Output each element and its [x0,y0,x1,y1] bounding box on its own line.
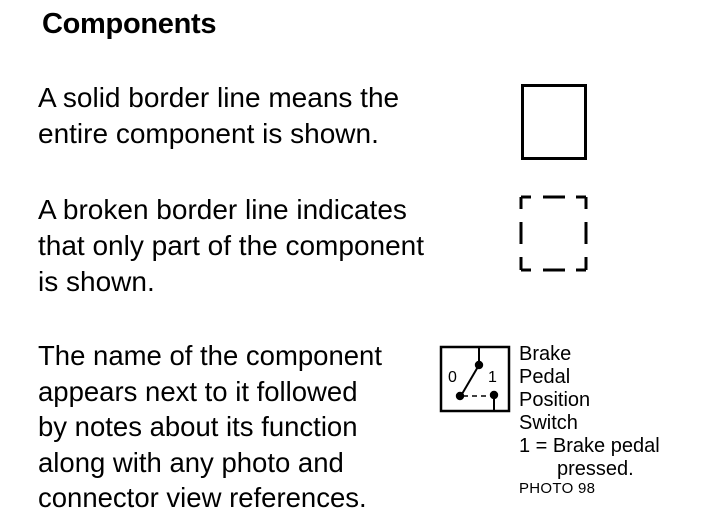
solid-border-example [521,84,587,160]
component-label: Brake Pedal Position Switch 1 = Brake pe… [519,343,660,481]
note-line: The name of the component [38,340,382,371]
component-name-note: The name of the component appears next t… [38,338,382,516]
photo-reference: PHOTO 98 [519,480,596,497]
component-name-line: Brake [519,343,572,365]
component-name-line: Switch [519,412,578,434]
component-name-line: Position [519,389,591,411]
note-line: along with any photo and [38,446,344,478]
note-line: that only part of the component [38,230,425,261]
note-line: is shown. [38,266,155,297]
note-line: A solid border line means the [38,82,400,113]
note-line: by notes about its function [38,411,358,442]
component-note-line: 1 = Brake pedal [519,435,660,457]
broken-border-note: A broken border line indicates that only… [38,192,424,300]
solid-border-note: A solid border line means the entire com… [38,80,399,152]
note-line: entire component is shown. [38,118,379,149]
brake-pedal-switch-symbol: 0 1 [439,345,511,413]
broken-border-example [519,195,588,272]
switch-terminal-1-label: 1 [488,369,497,386]
component-name-line: Pedal [519,366,571,388]
switch-terminal-0-label: 0 [448,369,457,386]
component-note-line: pressed. [557,458,634,480]
page-title: Components [42,8,217,40]
note-line: appears next to it followed [38,375,358,407]
note-line: A broken border line indicates [38,194,407,225]
note-line: connector view references. [38,482,367,513]
